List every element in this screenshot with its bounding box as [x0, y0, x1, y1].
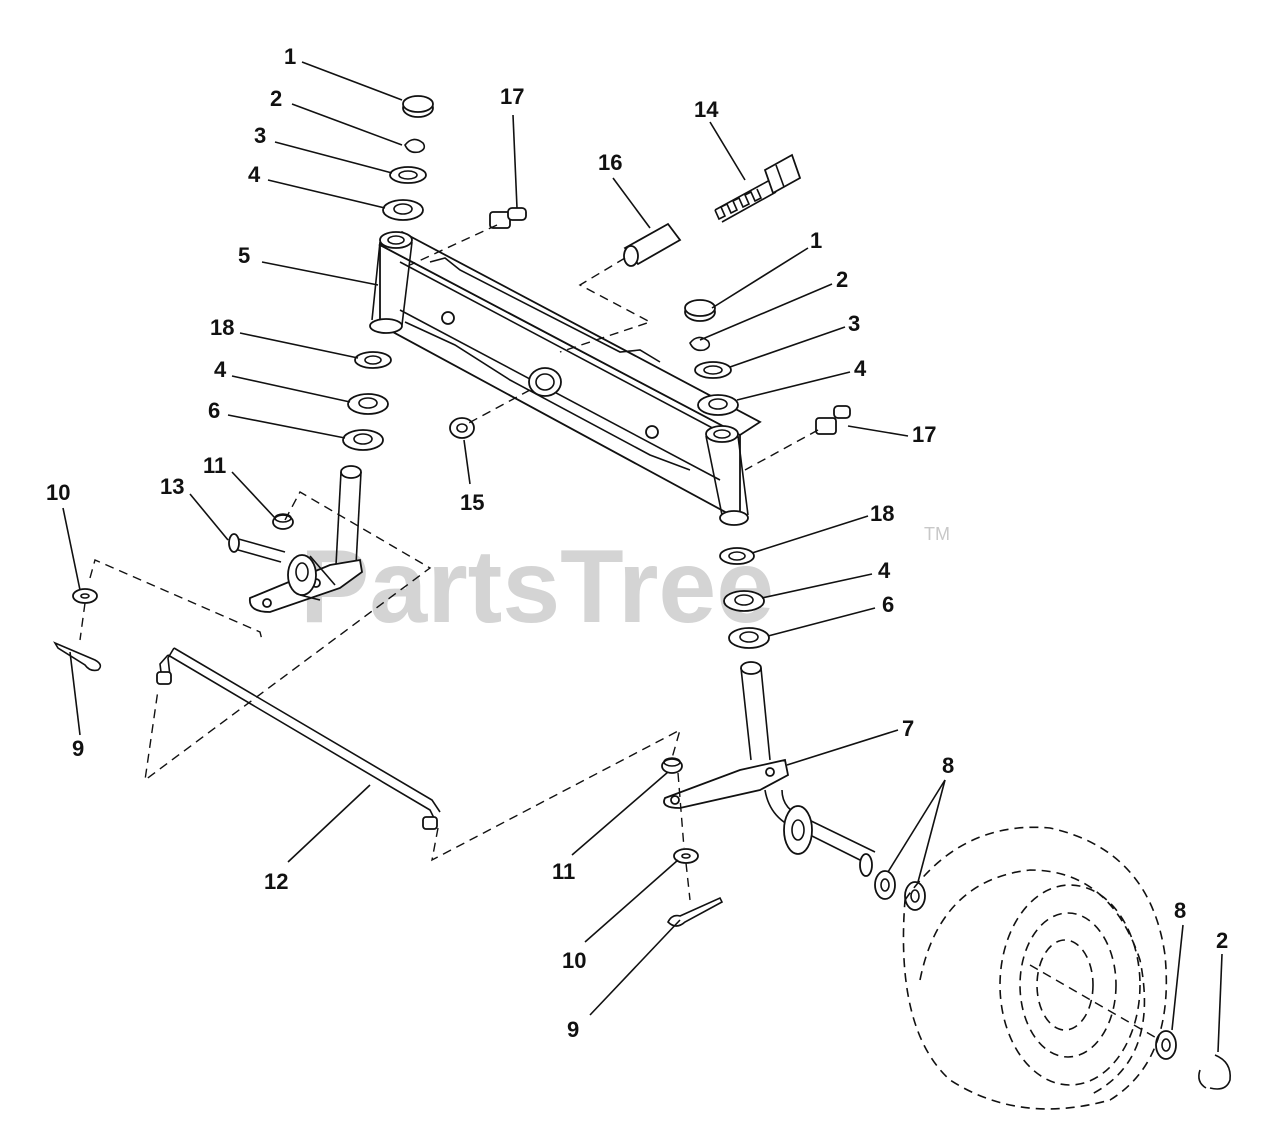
watermark-trademark: TM	[924, 524, 950, 544]
callout-4-right-lower: 4	[878, 558, 891, 583]
callout-12: 12	[264, 869, 288, 894]
callout-2-top: 2	[270, 86, 282, 111]
callout-18-left: 18	[210, 315, 234, 340]
callout-4-top: 4	[248, 162, 261, 187]
callout-4-right: 4	[854, 356, 867, 381]
right-lower-hardware	[719, 547, 770, 649]
watermark: PartsTree TM	[300, 524, 950, 645]
tire	[902, 826, 1168, 1110]
snap-ring-2-lower	[1198, 1054, 1232, 1090]
bolt-13	[228, 533, 286, 563]
watermark-text: PartsTree	[300, 529, 774, 645]
callout-14: 14	[694, 97, 719, 122]
callout-6-right: 6	[882, 592, 894, 617]
nut-11-left	[272, 513, 294, 530]
callout-2-right: 2	[836, 267, 848, 292]
assembly-lines	[79, 224, 1161, 1041]
callout-8-upper: 8	[942, 753, 954, 778]
right-upper-hardware	[684, 299, 739, 416]
callout-7: 7	[902, 716, 914, 741]
callout-18-right: 18	[870, 501, 894, 526]
callout-2-lower: 2	[1216, 928, 1228, 953]
grease-fitting-17-right	[815, 405, 851, 435]
washer-10-left	[72, 588, 98, 604]
cotter-pin-9-left	[53, 641, 102, 672]
callout-4-left: 4	[214, 357, 227, 382]
callout-1-top: 1	[284, 44, 296, 69]
callout-8-lower: 8	[1174, 898, 1186, 923]
washer-10-lower	[673, 848, 699, 864]
cotter-pin-9-lower	[667, 896, 724, 927]
callout-1-right: 1	[810, 228, 822, 253]
left-spindle	[248, 465, 363, 613]
callout-labels: 1 2 3 4 5 18 4 6 11 13 10 9 17 16 14 1 2…	[46, 44, 1228, 1042]
right-spindle-7	[663, 661, 876, 877]
nut-15	[449, 417, 475, 439]
tie-rod-12	[156, 647, 441, 830]
leader-lines	[62, 61, 1223, 1053]
callout-9-lower: 9	[567, 1017, 579, 1042]
callout-11-lower: 11	[552, 859, 575, 884]
bolt-14	[714, 153, 802, 223]
callout-10-lower: 10	[562, 948, 586, 973]
callout-10-left: 10	[46, 480, 70, 505]
grease-fitting-17-top	[489, 207, 527, 229]
callout-3-right: 3	[848, 311, 860, 336]
callout-13: 13	[160, 474, 184, 499]
nut-11-lower	[661, 757, 683, 774]
callout-3-top: 3	[254, 123, 266, 148]
callout-15: 15	[460, 490, 484, 515]
callout-17-right: 17	[912, 422, 936, 447]
callout-16: 16	[598, 150, 622, 175]
left-upper-hardware	[382, 95, 434, 221]
washers-8	[874, 870, 1177, 1060]
callout-6-left: 6	[208, 398, 220, 423]
callout-11-left: 11	[203, 453, 226, 478]
callout-9-left: 9	[72, 736, 84, 761]
callout-5: 5	[238, 243, 250, 268]
sleeve-16	[623, 222, 682, 267]
callout-17-top: 17	[500, 84, 524, 109]
axle-beam	[369, 230, 762, 526]
left-lower-hardware	[342, 351, 392, 451]
